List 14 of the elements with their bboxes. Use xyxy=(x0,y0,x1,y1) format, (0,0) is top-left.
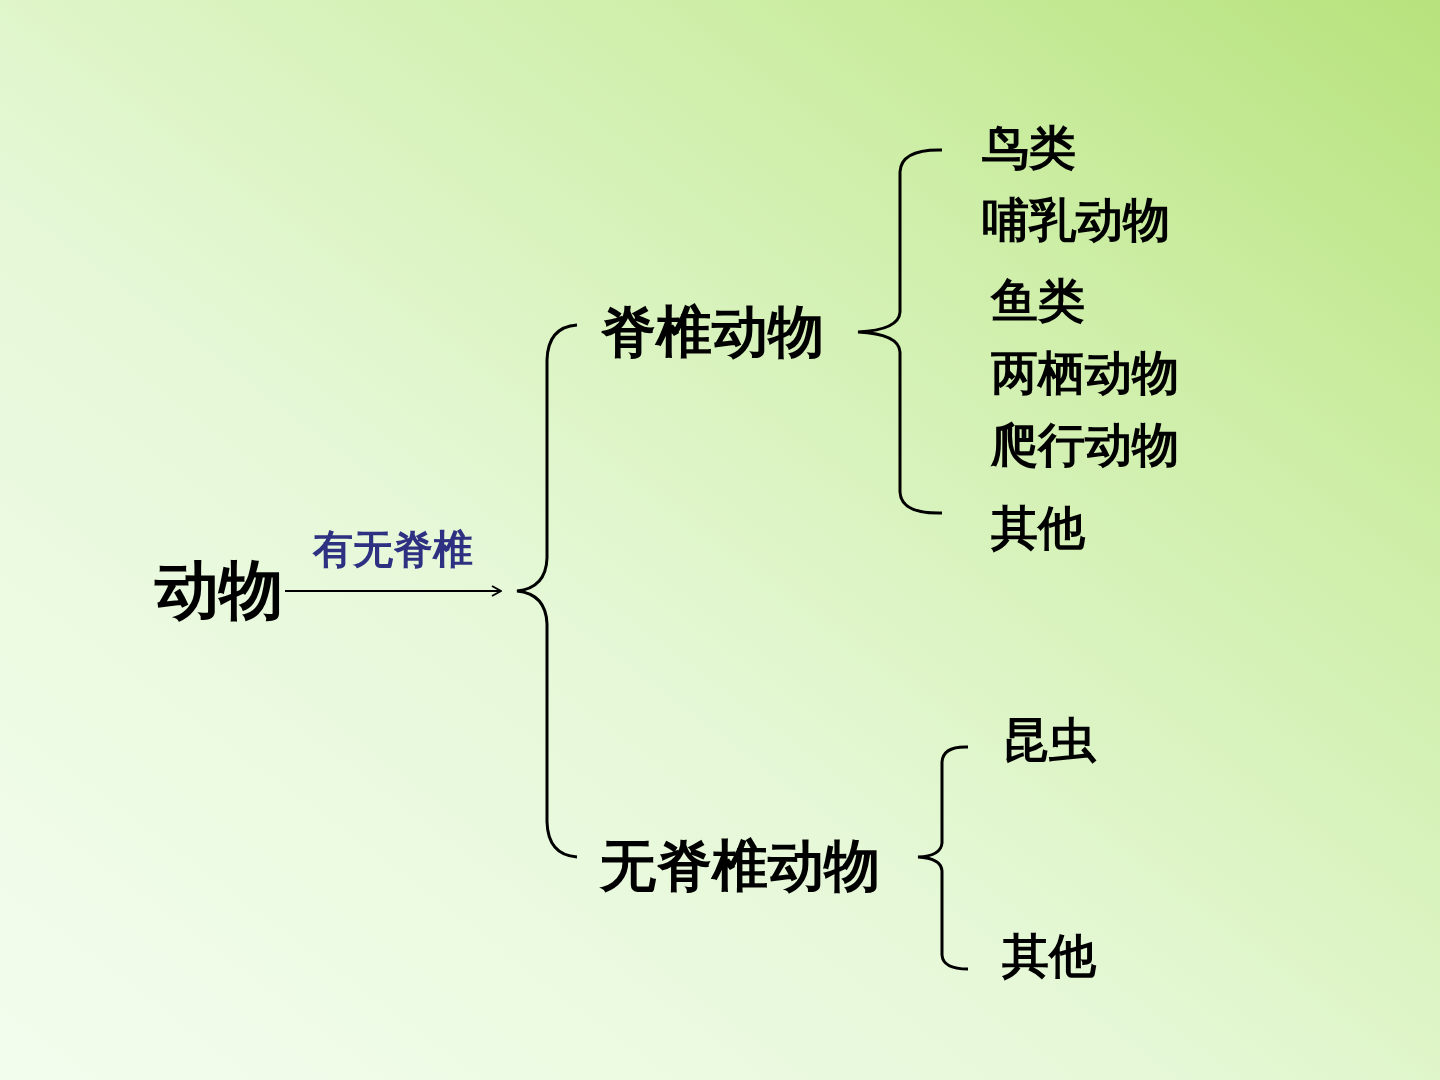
category-label: 无脊椎动物 xyxy=(600,837,882,895)
category-label: 爬行动物 xyxy=(991,420,1181,469)
curly-brace xyxy=(515,323,579,859)
category-label: 脊椎动物 xyxy=(600,303,826,361)
category-label: 两栖动物 xyxy=(991,348,1181,397)
category-label: 昆虫 xyxy=(1002,715,1098,764)
category-label: 其他 xyxy=(1002,931,1098,980)
category-label: 鱼类 xyxy=(991,276,1087,325)
edge-label: 有无脊椎 xyxy=(313,529,473,569)
category-label: 哺乳动物 xyxy=(982,195,1172,244)
arrow xyxy=(284,585,502,597)
category-label: 鸟类 xyxy=(982,123,1078,172)
category-label: 动物 xyxy=(155,557,285,623)
category-label: 其他 xyxy=(991,503,1087,552)
